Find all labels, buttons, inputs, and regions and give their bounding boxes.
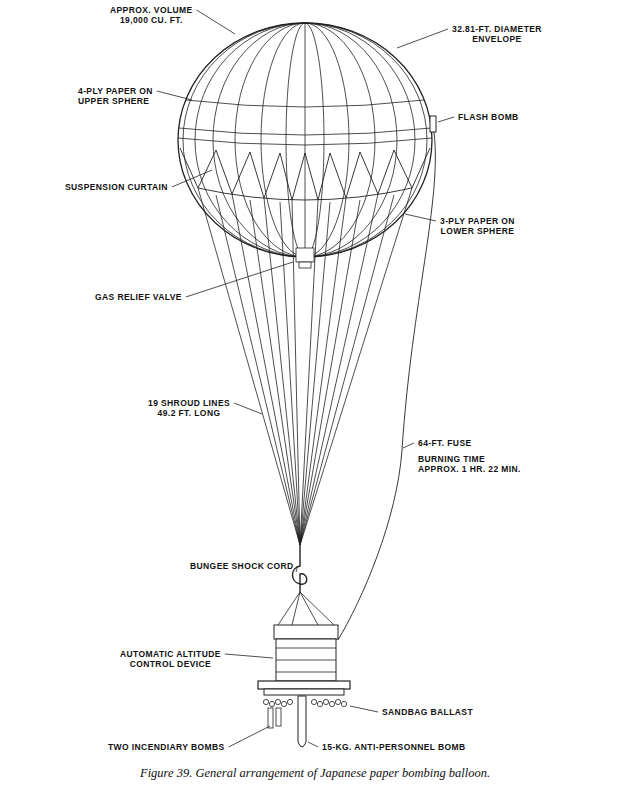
callout-label: SUSPENSION CURTAIN [65, 182, 168, 192]
label-line: SUSPENSION CURTAIN [65, 182, 168, 192]
leader-line [397, 29, 448, 48]
leader-line [296, 566, 298, 572]
label-line-text: APPROX. 1 HR. 22 MIN. [418, 464, 521, 474]
callout-label: 3-PLY PAPER ON LOWER SPHERE [440, 216, 515, 236]
leader-line [225, 654, 273, 658]
leader-line [186, 262, 293, 297]
label-line: LOWER SPHERE [440, 226, 515, 236]
label-line-text: SUSPENSION CURTAIN [65, 182, 168, 192]
label-line: 4-PLY PAPER ON [78, 86, 153, 96]
label-line-text: 32.81-FT. DIAMETER [452, 24, 542, 34]
label-line: GAS RELIEF VALVE [95, 292, 182, 302]
label-line-text: SANDBAG BALLAST [382, 707, 473, 717]
leader-line [308, 742, 318, 747]
label-line: 64-FT. FUSE [418, 438, 472, 448]
label-line: APPROX. 1 HR. 22 MIN. [418, 464, 521, 474]
callout-label: AUTOMATIC ALTITUDE CONTROL DEVICE [120, 649, 221, 669]
callout-label: GAS RELIEF VALVE [95, 292, 182, 302]
callout-label: 64-FT. FUSE [418, 438, 472, 448]
label-line-text: 15-KG. ANTI-PERSONNEL BOMB [322, 742, 466, 752]
leader-line [405, 214, 436, 221]
label-line: BURNING TIME [418, 454, 521, 464]
label-line-text: UPPER SPHERE [78, 96, 149, 106]
label-line-text: AUTOMATIC ALTITUDE [120, 649, 221, 659]
label-line: 19,000 CU. FT. [110, 15, 193, 25]
leader-line [229, 726, 270, 747]
label-line: 19 SHROUD LINES [148, 398, 230, 408]
leader-line [234, 403, 262, 414]
label-line-text: 19,000 CU. FT. [120, 15, 183, 25]
label-line-text: 49.2 FT. LONG [158, 408, 221, 418]
callout-label: SANDBAG BALLAST [382, 707, 473, 717]
callout-label: 4-PLY PAPER ON UPPER SPHERE [78, 86, 153, 106]
label-line-text: 19 SHROUD LINES [148, 398, 230, 408]
label-line-text: 4-PLY PAPER ON [78, 86, 153, 96]
callout-label: 15-KG. ANTI-PERSONNEL BOMB [322, 742, 466, 752]
label-line-text: FLASH BOMB [458, 112, 519, 122]
label-line: FLASH BOMB [458, 112, 519, 122]
label-line: 15-KG. ANTI-PERSONNEL BOMB [322, 742, 466, 752]
label-line-text: CONTROL DEVICE [130, 659, 211, 669]
leader-line [438, 117, 454, 122]
callout-label: BURNING TIME APPROX. 1 HR. 22 MIN. [418, 454, 521, 474]
leader-line [172, 170, 212, 187]
label-line: TWO INCENDIARY BOMBS [108, 742, 225, 752]
leader-line [403, 443, 414, 448]
callout-label: 19 SHROUD LINES 49.2 FT. LONG [148, 398, 230, 418]
label-line: 49.2 FT. LONG [148, 408, 230, 418]
callout-label: 32.81-FT. DIAMETER ENVELOPE [452, 24, 542, 44]
leader-line [350, 706, 378, 712]
label-line: CONTROL DEVICE [120, 659, 221, 669]
callout-label: APPROX. VOLUME 19,000 CU. FT. [110, 5, 193, 25]
label-line-text: LOWER SPHERE [441, 226, 515, 236]
label-line: 3-PLY PAPER ON [440, 216, 515, 226]
label-line-text: TWO INCENDIARY BOMBS [108, 742, 225, 752]
leader-line [197, 10, 235, 34]
figure-caption: Figure 39. General arrangement of Japane… [140, 766, 490, 781]
label-line-text: 3-PLY PAPER ON [440, 216, 515, 226]
label-line: AUTOMATIC ALTITUDE [120, 649, 221, 659]
label-line-text: APPROX. VOLUME [110, 5, 193, 15]
label-line: ENVELOPE [452, 34, 542, 44]
callout-label: BUNGEE SHOCK CORD [190, 561, 294, 571]
callout-label: TWO INCENDIARY BOMBS [108, 742, 225, 752]
label-line-text: GAS RELIEF VALVE [95, 292, 182, 302]
label-line: 32.81-FT. DIAMETER [452, 24, 542, 34]
label-line-text: BURNING TIME [418, 454, 485, 464]
label-line: UPPER SPHERE [78, 96, 153, 106]
label-line: APPROX. VOLUME [110, 5, 193, 15]
label-line-text: BUNGEE SHOCK CORD [190, 561, 294, 571]
label-line: SANDBAG BALLAST [382, 707, 473, 717]
callout-label: FLASH BOMB [458, 112, 519, 122]
label-line: BUNGEE SHOCK CORD [190, 561, 294, 571]
label-line-text: ENVELOPE [472, 34, 522, 44]
label-line-text: 64-FT. FUSE [418, 438, 472, 448]
leader-line [157, 91, 192, 100]
